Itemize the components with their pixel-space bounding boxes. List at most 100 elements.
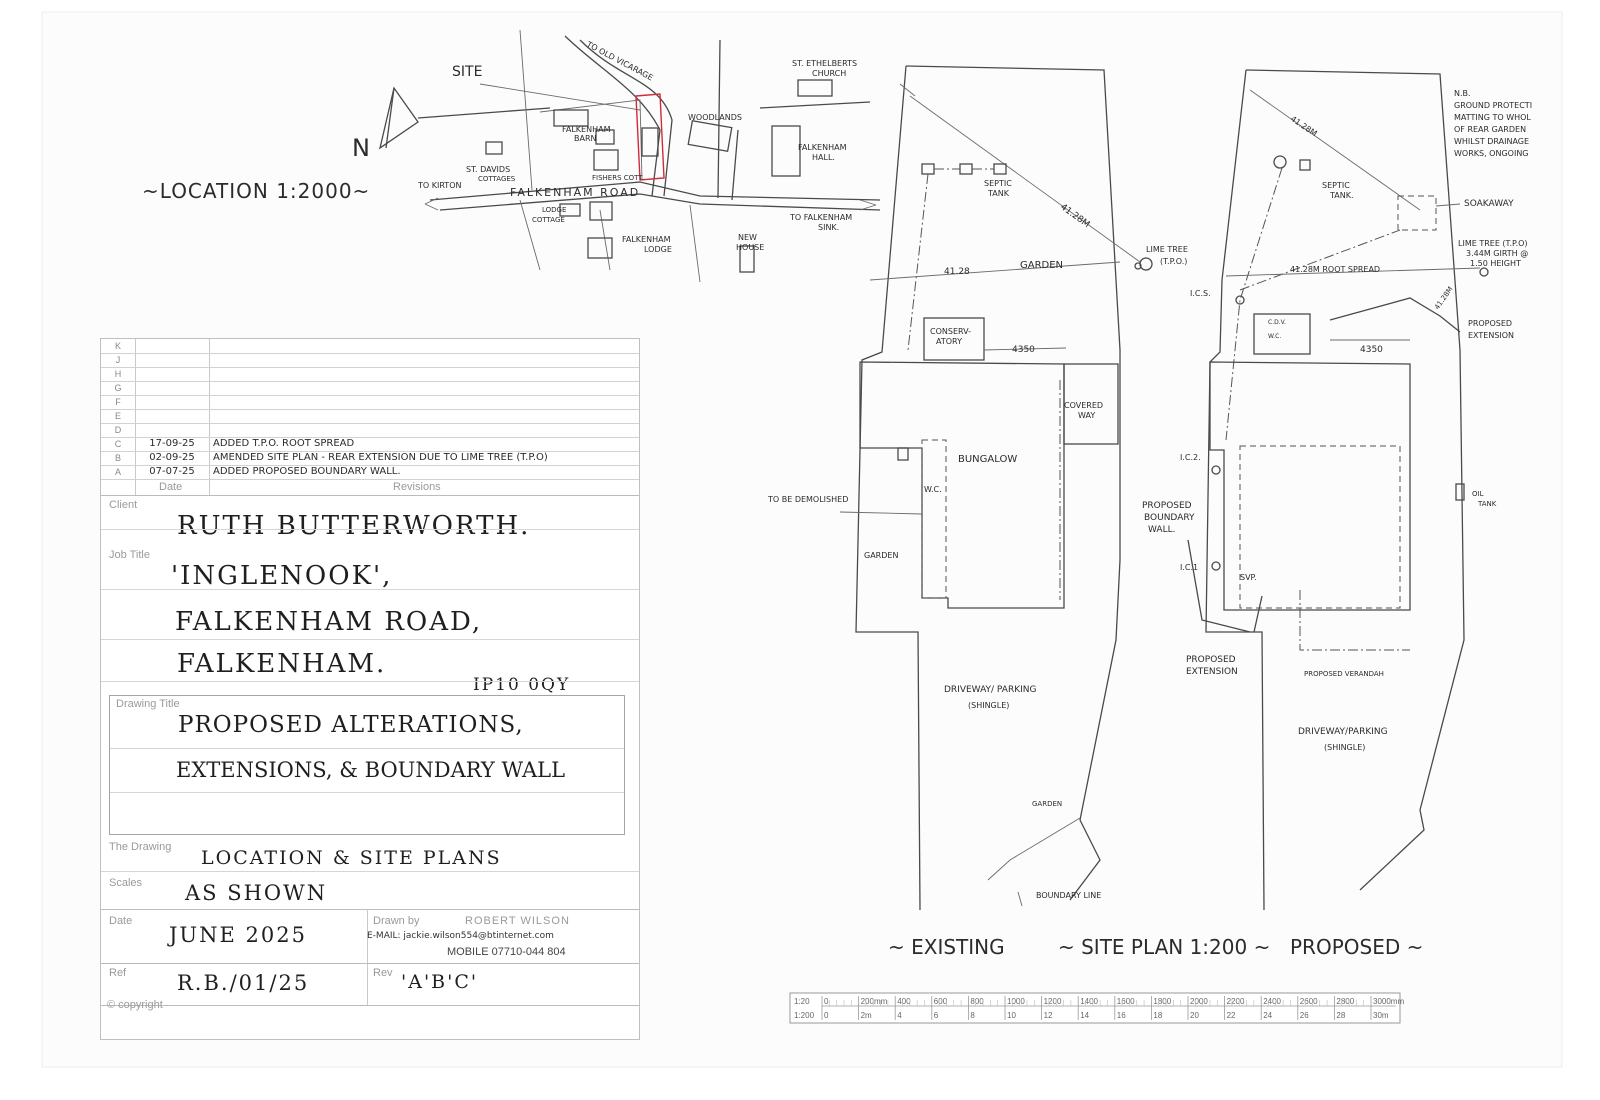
svg-text:GARDEN: GARDEN: [1020, 260, 1063, 271]
client-name: RUTH BUTTERWORTH.: [177, 511, 531, 541]
ref-label: Ref: [109, 967, 127, 979]
revision-row: J: [101, 353, 639, 368]
scale-tick-label-bottom: 2m: [861, 1011, 872, 1020]
svg-text:4350: 4350: [1360, 345, 1383, 355]
svg-text:FALKENHAM: FALKENHAM: [798, 143, 847, 152]
svg-text:SEPTIC: SEPTIC: [984, 179, 1012, 188]
scale-tick-label-bottom: 20: [1190, 1011, 1199, 1020]
svg-text:WOODLANDS: WOODLANDS: [688, 113, 742, 122]
scale-tick-label-top: 2400: [1263, 997, 1281, 1006]
revision-letter: A: [114, 467, 121, 477]
revision-row: F: [101, 395, 639, 410]
revision-text: AMENDED SITE PLAN - REAR EXTENSION DUE T…: [213, 452, 548, 463]
svg-text:ST. ETHELBERTS: ST. ETHELBERTS: [792, 59, 857, 68]
scale-tick-label-bottom: 30m: [1373, 1011, 1389, 1020]
scale-ratio-bottom: 1:200: [794, 1011, 815, 1020]
proposed-note-line: MATTING TO WHOL: [1454, 113, 1531, 122]
svg-text:1.50 HEIGHT: 1.50 HEIGHT: [1470, 259, 1521, 268]
svg-text:PROPOSED: PROPOSED: [1142, 501, 1192, 511]
svg-text:GARDEN: GARDEN: [1032, 800, 1062, 808]
ref-value: R.B./01/25: [177, 971, 310, 995]
north-arrow-icon: n: [352, 86, 551, 162]
job-title-line: 'INGLENOOK',: [171, 561, 393, 591]
scale-tick-label-top: 800: [970, 997, 984, 1006]
svg-text:(SHINGLE): (SHINGLE): [1324, 743, 1365, 752]
svg-text:LODGE: LODGE: [542, 206, 566, 214]
svg-text:TANK.: TANK.: [1329, 191, 1354, 200]
scale-tick-label-bottom: 12: [1044, 1011, 1053, 1020]
caption-existing: ~ EXISTING: [888, 935, 1005, 959]
revision-row: D: [101, 423, 639, 438]
scale-tick-label-top: 400: [897, 997, 911, 1006]
svg-text:TO BE DEMOLISHED: TO BE DEMOLISHED: [767, 495, 848, 504]
svg-text:SOAKAWAY: SOAKAWAY: [1464, 199, 1514, 209]
copyright: © copyright: [107, 999, 163, 1011]
drawing-title-label: Drawing Title: [116, 698, 180, 710]
rev-value: 'A'B'C': [401, 971, 479, 993]
svg-text:BARN: BARN: [574, 134, 597, 143]
scale-tick-label-top: 1600: [1117, 997, 1135, 1006]
north-label: n: [352, 134, 370, 162]
svg-text:ATORY: ATORY: [936, 337, 962, 346]
revision-date: 02-09-25: [149, 452, 195, 463]
svg-text:HOUSE: HOUSE: [736, 243, 764, 252]
revision-letter: G: [114, 383, 122, 393]
site-plan-caption: ~ EXISTING ~ SITE PLAN 1:200 ~ PROPOSED …: [888, 935, 1423, 959]
svg-text:SEPTIC: SEPTIC: [1322, 181, 1350, 190]
proposed-note-line: WORKS, ONGOING: [1454, 149, 1529, 158]
date-column-label: Date: [159, 481, 183, 493]
svg-text:TANK: TANK: [987, 189, 1010, 198]
svg-text:I.C.2.: I.C.2.: [1180, 453, 1201, 462]
scale-tick-label-top: 1200: [1044, 997, 1062, 1006]
job-title-line: FALKENHAM.: [177, 649, 387, 679]
svg-text:LIME TREE (T.P.O): LIME TREE (T.P.O): [1458, 239, 1528, 248]
svg-text:CONSERV-: CONSERV-: [930, 327, 971, 336]
proposed-note-line: GROUND PROTECTI: [1454, 101, 1532, 110]
svg-text:LODGE: LODGE: [644, 245, 672, 254]
svg-text:LIME TREE: LIME TREE: [1146, 245, 1188, 254]
drawing-title-line: PROPOSED ALTERATIONS,: [178, 712, 524, 738]
scale-tick-label-bottom: 26: [1300, 1011, 1309, 1020]
scale-tick-label-top: 0: [824, 997, 829, 1006]
client-label: Client: [109, 499, 138, 511]
svg-text:COTTAGE: COTTAGE: [532, 216, 565, 224]
svg-text:BOUNDARY: BOUNDARY: [1144, 513, 1195, 523]
svg-text:COTTAGES: COTTAGES: [478, 175, 516, 183]
location-title: ~LOCATION 1:2000~: [142, 179, 370, 203]
scales-label: Scales: [109, 877, 143, 889]
scale-tick-label-top: 1400: [1080, 997, 1098, 1006]
revision-text: ADDED PROPOSED BOUNDARY WALL.: [213, 466, 401, 477]
scale-tick-label-top: 2200: [1227, 997, 1245, 1006]
scale-tick-label-bottom: 10: [1007, 1011, 1016, 1020]
date-field-label: Date: [109, 915, 133, 927]
revision-letter: E: [114, 411, 121, 421]
svg-text:I.C.1: I.C.1: [1180, 563, 1198, 572]
revision-row: E: [101, 409, 639, 424]
svg-text:3.44M GIRTH @: 3.44M GIRTH @: [1466, 249, 1528, 258]
revisions-column-label: Revisions: [393, 481, 441, 493]
svg-text:TANK: TANK: [1477, 500, 1497, 508]
revision-date: 17-09-25: [149, 438, 195, 449]
postcode: IP10 0QY: [473, 675, 571, 695]
svg-text:I.C.S.: I.C.S.: [1190, 289, 1211, 298]
revision-row: G: [101, 381, 639, 396]
revision-letter: C: [114, 439, 122, 449]
drawn-by-value: ROBERT WILSON: [465, 915, 570, 927]
svg-text:TO KIRTON: TO KIRTON: [417, 181, 461, 190]
scale-tick-label-bottom: 28: [1336, 1011, 1345, 1020]
svg-text:FALKENHAM: FALKENHAM: [622, 235, 671, 244]
scale-tick-label-top: 2000: [1190, 997, 1208, 1006]
drawn-by-mobile: MOBILE 07710-044 804: [447, 946, 566, 958]
scale-tick-label-bottom: 22: [1227, 1011, 1236, 1020]
scale-tick-label-bottom: 8: [970, 1011, 975, 1020]
revision-row: K: [101, 339, 639, 354]
svg-text:NEW: NEW: [738, 233, 757, 242]
svg-text:PROPOSED: PROPOSED: [1468, 319, 1512, 328]
scale-tick-label-bottom: 0: [824, 1011, 829, 1020]
svg-text:DRIVEWAY/PARKING: DRIVEWAY/PARKING: [1298, 727, 1388, 737]
proposed-note-line: OF REAR GARDEN: [1454, 125, 1526, 134]
scale-ratio-top: 1:20: [794, 997, 810, 1006]
